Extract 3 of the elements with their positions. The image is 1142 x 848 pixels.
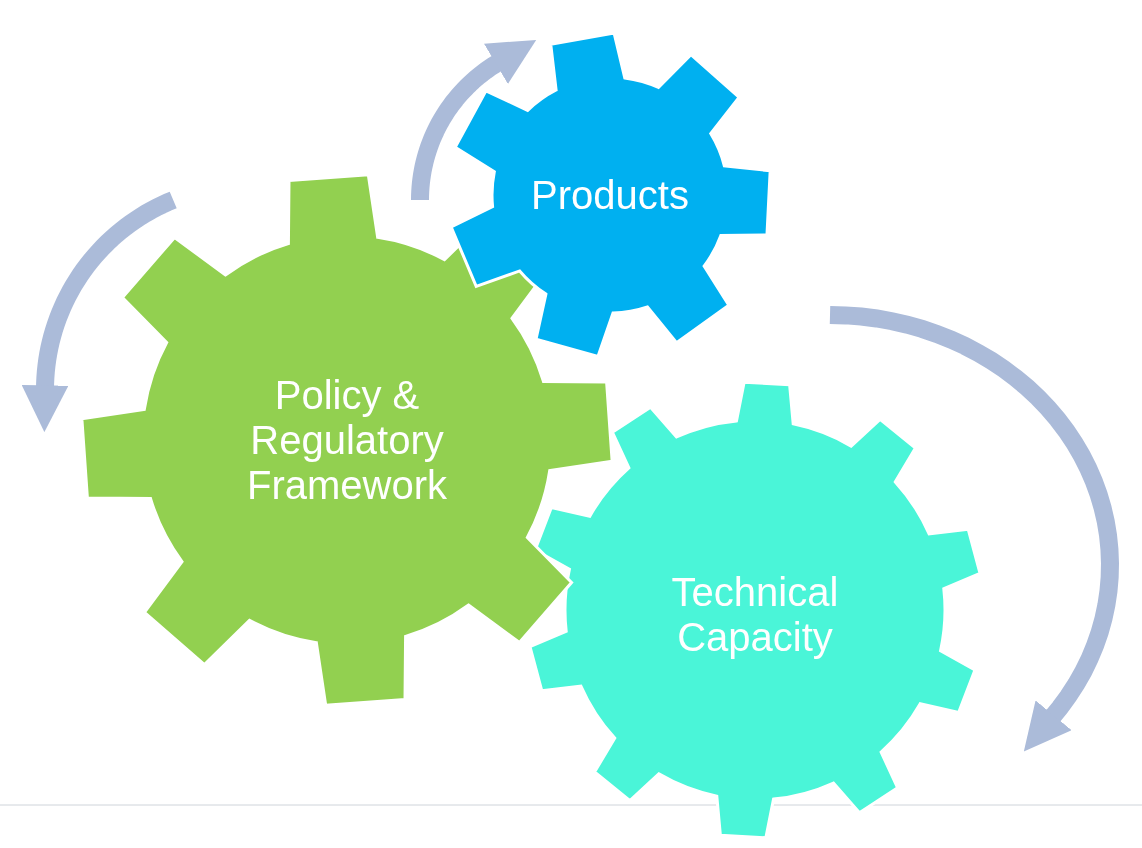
gear-label: Products: [530, 172, 690, 218]
gear-label: Policy & Regulatory Framework: [246, 372, 448, 508]
gear-label: Technical Capacity: [670, 570, 840, 660]
